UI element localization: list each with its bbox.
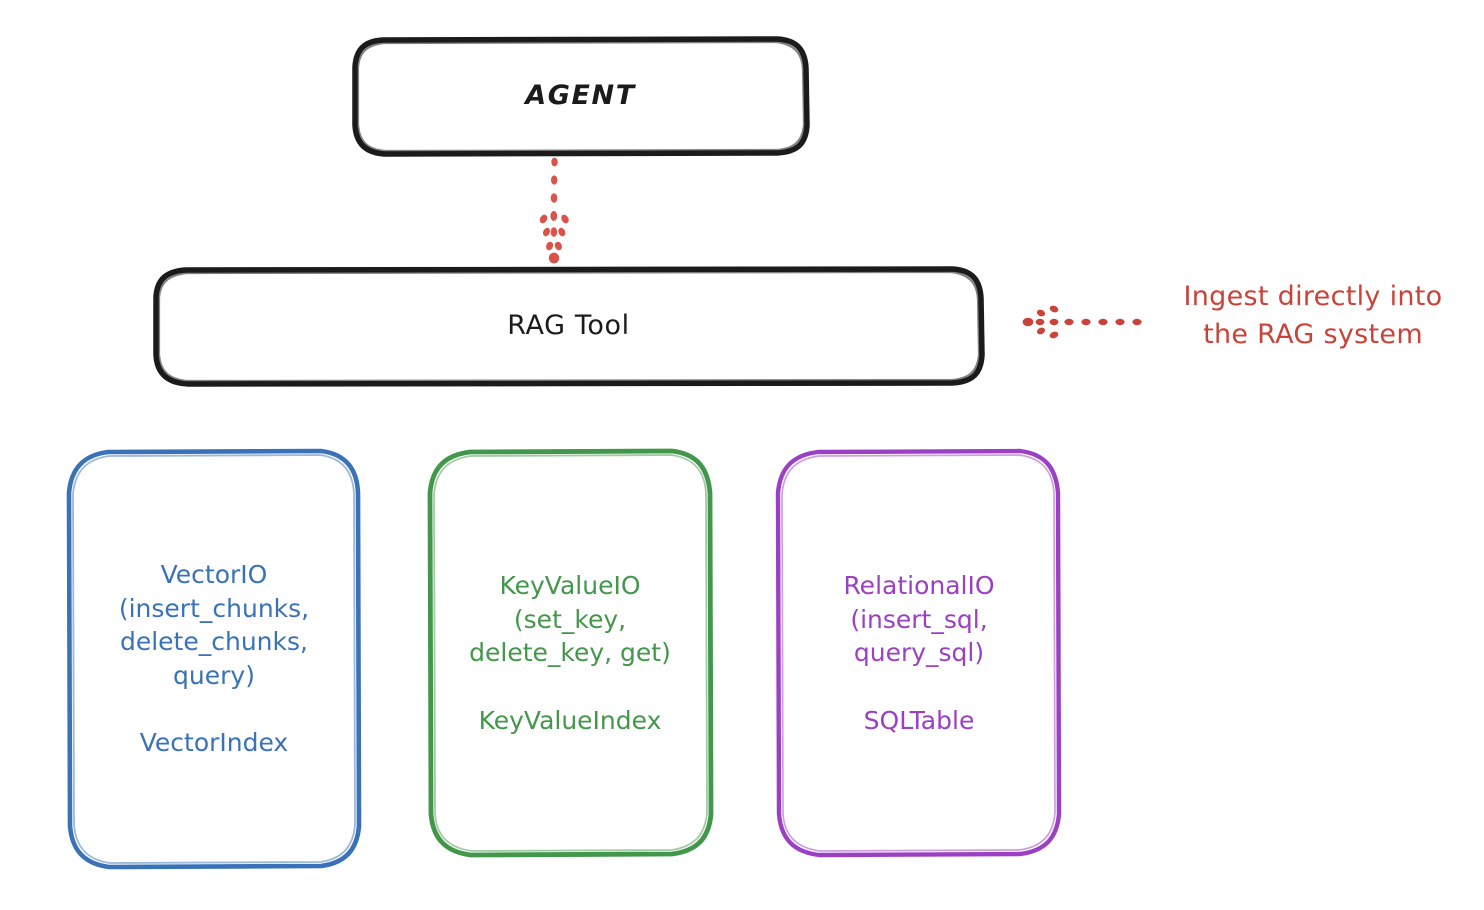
rag-tool-box-outline [153,266,985,387]
node-vector-io-text: VectorIO (insert_chunks, delete_chunks, … [119,558,309,760]
edge-agent-to-rag-tool [520,157,590,268]
vector-io-index-label: VectorIndex [139,728,289,758]
key-value-io-interface-label: KeyValueIO (set_key, delete_key, get) [469,571,671,667]
relational-io-box-outline [775,448,1062,858]
edge-ingest-into-rag-tool [1018,298,1143,346]
node-agent-label: AGENT [525,80,636,112]
node-key-value-io[interactable]: KeyValueIO (set_key, delete_key, get) Key… [426,448,714,858]
node-agent[interactable]: AGENT [352,36,810,157]
annotation-ingest-note: Ingest directly into the RAG system [1183,281,1443,350]
relational-io-interface-label: RelationalIO (insert_sql, query_sql) [843,571,995,667]
key-value-io-box-outline [427,448,714,858]
vector-io-box-outline [66,448,362,870]
node-vector-io[interactable]: VectorIO (insert_chunks, delete_chunks, … [66,448,362,870]
vector-io-interface-label: VectorIO (insert_chunks, delete_chunks, … [118,560,310,690]
agent-box-outline [352,36,810,157]
node-key-value-io-text: KeyValueIO (set_key, delete_key, get) Key… [469,569,671,737]
node-relational-io-text: RelationalIO (insert_sql, query_sql) SQLT… [843,569,994,737]
node-rag-tool-label: RAG Tool [507,310,630,342]
node-rag-tool[interactable]: RAG Tool [153,266,985,387]
relational-io-index-label: SQLTable [863,705,975,735]
node-relational-io[interactable]: RelationalIO (insert_sql, query_sql) SQLT… [775,448,1062,858]
key-value-io-index-label: KeyValueIndex [478,705,662,735]
